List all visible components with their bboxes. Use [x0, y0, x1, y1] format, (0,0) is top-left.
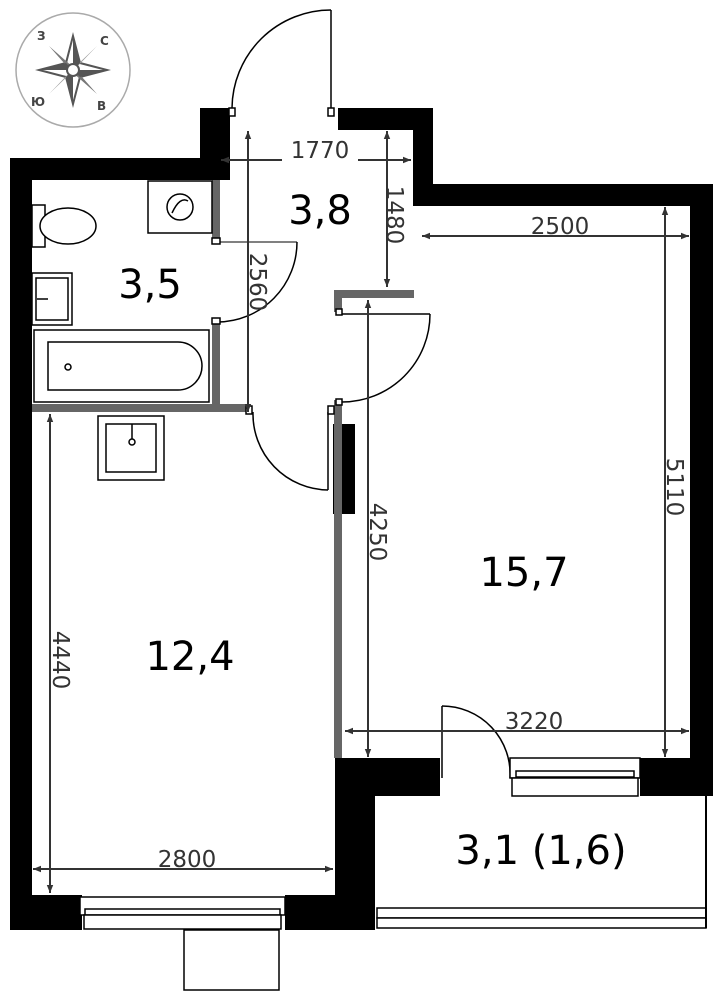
compass-north-label: С — [100, 34, 109, 48]
compass: З С Ю В — [15, 12, 131, 128]
wall-bottom-right — [285, 895, 375, 930]
balcony-door — [441, 705, 511, 779]
partition-kitchen-living — [334, 400, 342, 758]
bathroom-sink-icon — [31, 272, 73, 326]
bathtub-icon — [33, 329, 210, 403]
entrance-door — [228, 9, 335, 117]
dim-hall-depth: 1480 — [381, 186, 407, 245]
dim-hall-width: 1770 — [291, 138, 350, 164]
exterior-walls — [10, 108, 713, 930]
room-area-living: 15,7 — [479, 550, 568, 596]
room-area-bathroom: 3,5 — [118, 262, 182, 308]
dim-room-width-bottom: 3220 — [505, 709, 564, 735]
wall-hall-right — [413, 108, 433, 206]
partition-hall-living — [334, 290, 414, 298]
windows — [79, 757, 707, 991]
partition-bath-hall-upper — [212, 180, 220, 242]
wall-bottom-left — [10, 895, 82, 930]
dim-kitchen-length: 4440 — [47, 631, 73, 690]
wall-living-bottom-right — [640, 758, 713, 796]
room-area-hall: 3,8 — [288, 188, 352, 234]
dim-room-width-top: 2500 — [531, 214, 590, 240]
compass-rose-icon — [35, 32, 111, 108]
balcony-railing — [376, 796, 707, 929]
partition-hall-stub — [334, 290, 342, 312]
room-area-kitchen: 12,4 — [145, 634, 234, 680]
wall-right — [690, 184, 713, 796]
kitchen-ventilation-box — [183, 929, 280, 991]
partition-bath-kitchen — [32, 404, 248, 412]
dim-room-length: 5110 — [661, 458, 687, 517]
wall-hall-top-left — [200, 108, 230, 128]
wall-hall-top-right — [338, 108, 433, 130]
dim-kitchen-width: 2800 — [158, 847, 217, 873]
compass-south-label: Ю — [31, 95, 45, 109]
kitchen-sink-icon — [97, 415, 165, 481]
kitchen-door — [245, 405, 335, 491]
bathroom-door — [211, 237, 298, 325]
wall-top-right — [413, 184, 713, 206]
wall-left — [10, 158, 32, 930]
doors — [211, 9, 511, 779]
toilet-icon — [31, 204, 97, 248]
washing-machine-icon — [147, 180, 213, 234]
fixtures — [31, 180, 213, 481]
living-window — [509, 757, 641, 797]
partition-bath-hall-lower — [212, 322, 220, 412]
kitchen-window — [79, 896, 286, 930]
dim-corridor: 2560 — [244, 253, 270, 312]
wall-top-left — [10, 158, 218, 180]
room-area-balcony: 3,1 (1,6) — [455, 828, 626, 874]
living-door — [335, 308, 431, 406]
partitions — [32, 180, 414, 758]
compass-west-label: З — [37, 29, 46, 43]
compass-east-label: В — [97, 99, 106, 113]
dim-partition: 4250 — [364, 503, 390, 562]
